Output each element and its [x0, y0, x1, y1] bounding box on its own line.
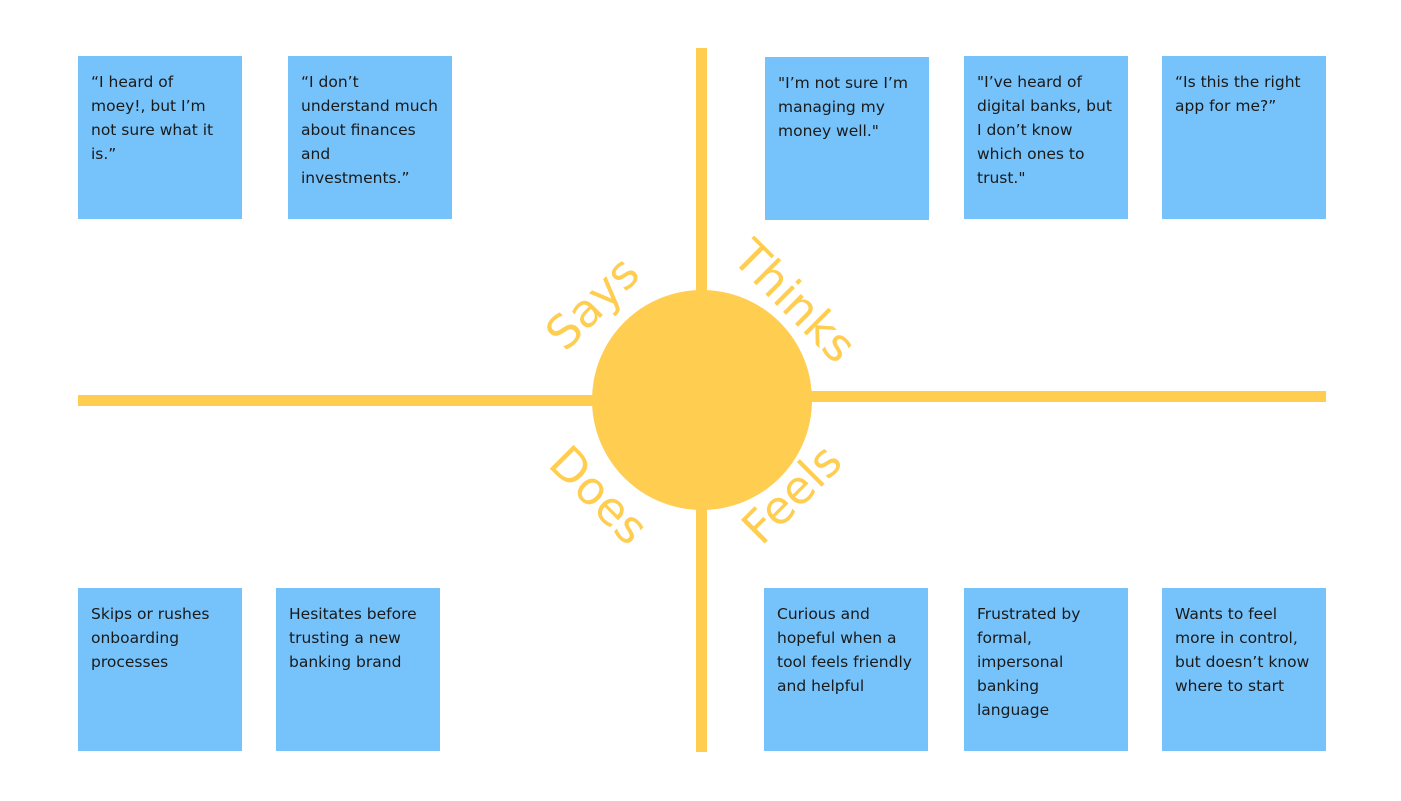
does-note-2[interactable]: Hesitates before trusting a new banking … [276, 588, 440, 751]
feels-note-1[interactable]: Curious and hopeful when a tool feels fr… [764, 588, 928, 751]
horizontal-axis-left [78, 395, 598, 406]
says-note-2[interactable]: “I don’t understand much about finances … [288, 56, 452, 219]
horizontal-axis-right [805, 391, 1326, 402]
thinks-note-1[interactable]: "I’m not sure I’m managing my money well… [765, 57, 929, 220]
says-note-1[interactable]: “I heard of moey!, but I’m not sure what… [78, 56, 242, 219]
thinks-note-2[interactable]: "I’ve heard of digital banks, but I don’… [964, 56, 1128, 219]
thinks-note-3[interactable]: “Is this the right app for me?” [1162, 56, 1326, 219]
vertical-axis-bottom [696, 500, 707, 752]
center-circle [592, 290, 812, 510]
does-note-1[interactable]: Skips or rushes onboarding processes [78, 588, 242, 751]
feels-note-2[interactable]: Frustrated by formal, impersonal banking… [964, 588, 1128, 751]
vertical-axis-top [696, 48, 707, 298]
feels-note-3[interactable]: Wants to feel more in control, but doesn… [1162, 588, 1326, 751]
